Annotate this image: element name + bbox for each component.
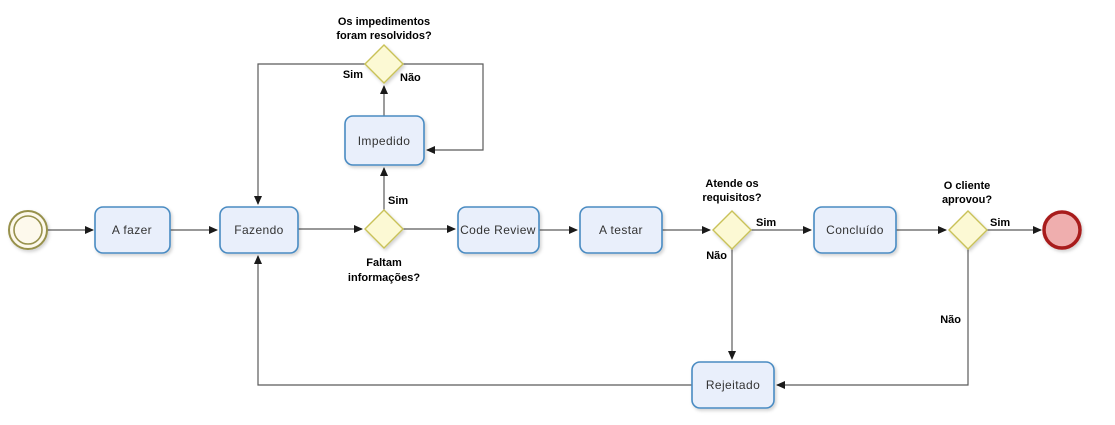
gateway-faltam-shape: [364, 209, 404, 249]
gateway-atende-shape: [712, 210, 752, 250]
edge-label-impedimentos-nao: Não: [400, 72, 421, 84]
edge-label-atende-sim: Sim: [756, 217, 776, 229]
gateway-impedimentos-shape: [364, 44, 404, 84]
edge-label-cliente-sim: Sim: [990, 217, 1010, 229]
task-fazendo-label: Fazendo: [234, 223, 284, 237]
task-impedido-label: Impedido: [358, 134, 411, 148]
task-impedido-shape: [344, 115, 425, 166]
task-code-review: Code Review: [457, 206, 540, 254]
task-concluido-label: Concluído: [826, 223, 884, 237]
gateway-faltam-question-line1: Faltam: [366, 257, 402, 269]
gateway-impedimentos-question-line2: foram resolvidos?: [336, 30, 432, 42]
task-code-review-shape: [457, 206, 540, 254]
task-fazendo: Fazendo: [219, 206, 299, 254]
edge-label-cliente-nao: Não: [940, 314, 961, 326]
task-a-fazer-shape: [94, 206, 171, 254]
task-impedido: Impedido: [344, 115, 425, 166]
edge-labels: Sim Não Sim Sim Não Sim Não: [343, 69, 1011, 326]
gateway-faltam-question-line2: informações?: [348, 272, 420, 284]
task-fazendo-shape: [219, 206, 299, 254]
end-event-circle: [1042, 210, 1082, 250]
gateway-cliente-aprovou: O cliente aprovou?: [942, 180, 992, 250]
task-a-fazer-label: A fazer: [112, 223, 152, 237]
flow-gateway-cliente-to-rejeitado-nao: [776, 249, 969, 389]
gateway-impedimentos-question-line1: Os impedimentos: [338, 16, 430, 28]
gateway-impedimentos-resolvidos: Os impedimentos foram resolvidos?: [336, 16, 432, 84]
connectors: [47, 63, 1042, 389]
task-code-review-label: Code Review: [460, 223, 536, 237]
gateway-atende-requisitos: Atende os requisitos?: [702, 178, 762, 250]
gateway-atende-question-line2: requisitos?: [702, 192, 762, 204]
task-concluido: Concluído: [813, 206, 897, 254]
gateway-cliente-shape: [948, 210, 988, 250]
flow-gateway-impedimentos-to-impedido-nao: [403, 63, 484, 154]
end-event: [1042, 210, 1082, 250]
task-a-fazer: A fazer: [94, 206, 171, 254]
gateway-cliente-question-line2: aprovou?: [942, 194, 992, 206]
task-rejeitado: Rejeitado: [691, 361, 775, 409]
flow-rejeitado-to-fazendo: [254, 255, 692, 386]
gateway-cliente-question-line1: O cliente: [944, 180, 990, 192]
gateway-atende-question-line1: Atende os: [705, 178, 758, 190]
task-rejeitado-label: Rejeitado: [706, 378, 760, 392]
start-event: [8, 210, 48, 250]
gateway-faltam-informacoes: Faltam informações?: [348, 209, 420, 284]
edge-label-impedimentos-sim: Sim: [343, 69, 363, 81]
edge-label-faltam-sim: Sim: [388, 195, 408, 207]
task-a-testar-shape: [579, 206, 663, 254]
start-event-inner-ring: [13, 215, 43, 245]
task-a-testar: A testar: [579, 206, 663, 254]
task-a-testar-label: A testar: [599, 223, 643, 237]
task-rejeitado-shape: [691, 361, 775, 409]
edge-label-atende-nao: Não: [706, 250, 727, 262]
task-concluido-shape: [813, 206, 897, 254]
flow-gateway-impedimentos-to-fazendo-sim: [254, 63, 365, 205]
